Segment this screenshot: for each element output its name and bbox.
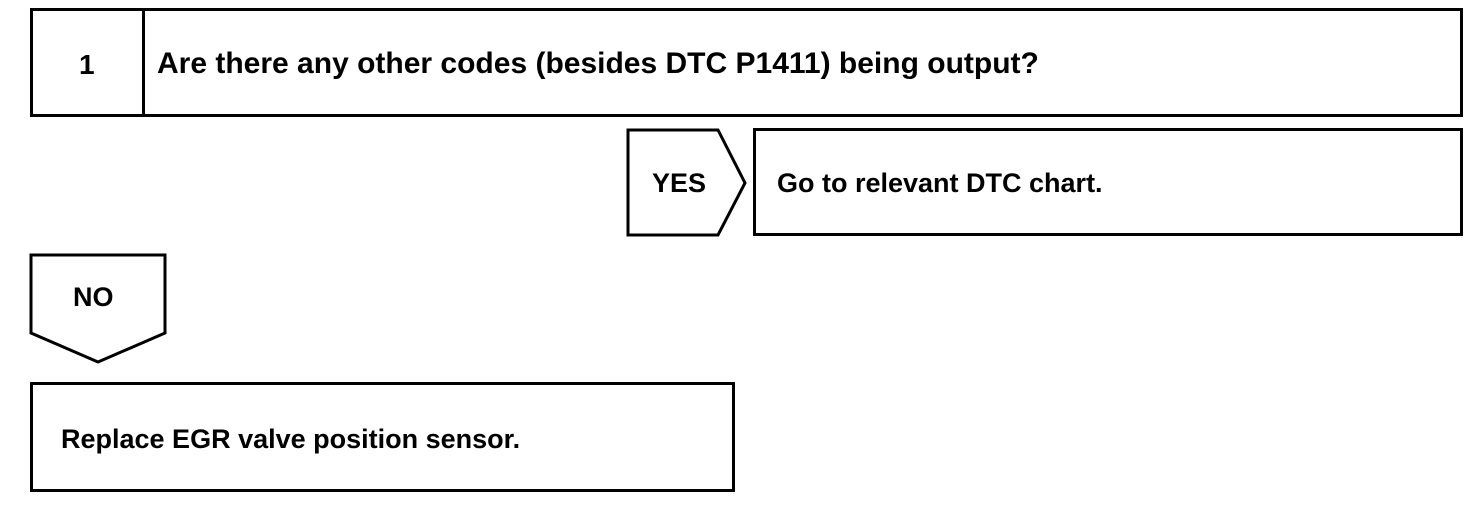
yes-arrow-tag [626,128,747,237]
yes-result-text: Go to relevant DTC chart. [777,168,1103,198]
step-number: 1 [79,49,95,80]
yes-label: YES [652,168,707,198]
step-1-box [30,8,1463,117]
no-result-box [30,382,735,492]
no-result-text: Replace EGR valve position sensor. [61,424,521,454]
step-number-divider [142,8,145,117]
step-question: Are there any other codes (besides DTC P… [157,47,1039,80]
no-label: NO [73,282,114,312]
no-arrow-tag [29,253,167,364]
yes-result-box [753,128,1463,236]
